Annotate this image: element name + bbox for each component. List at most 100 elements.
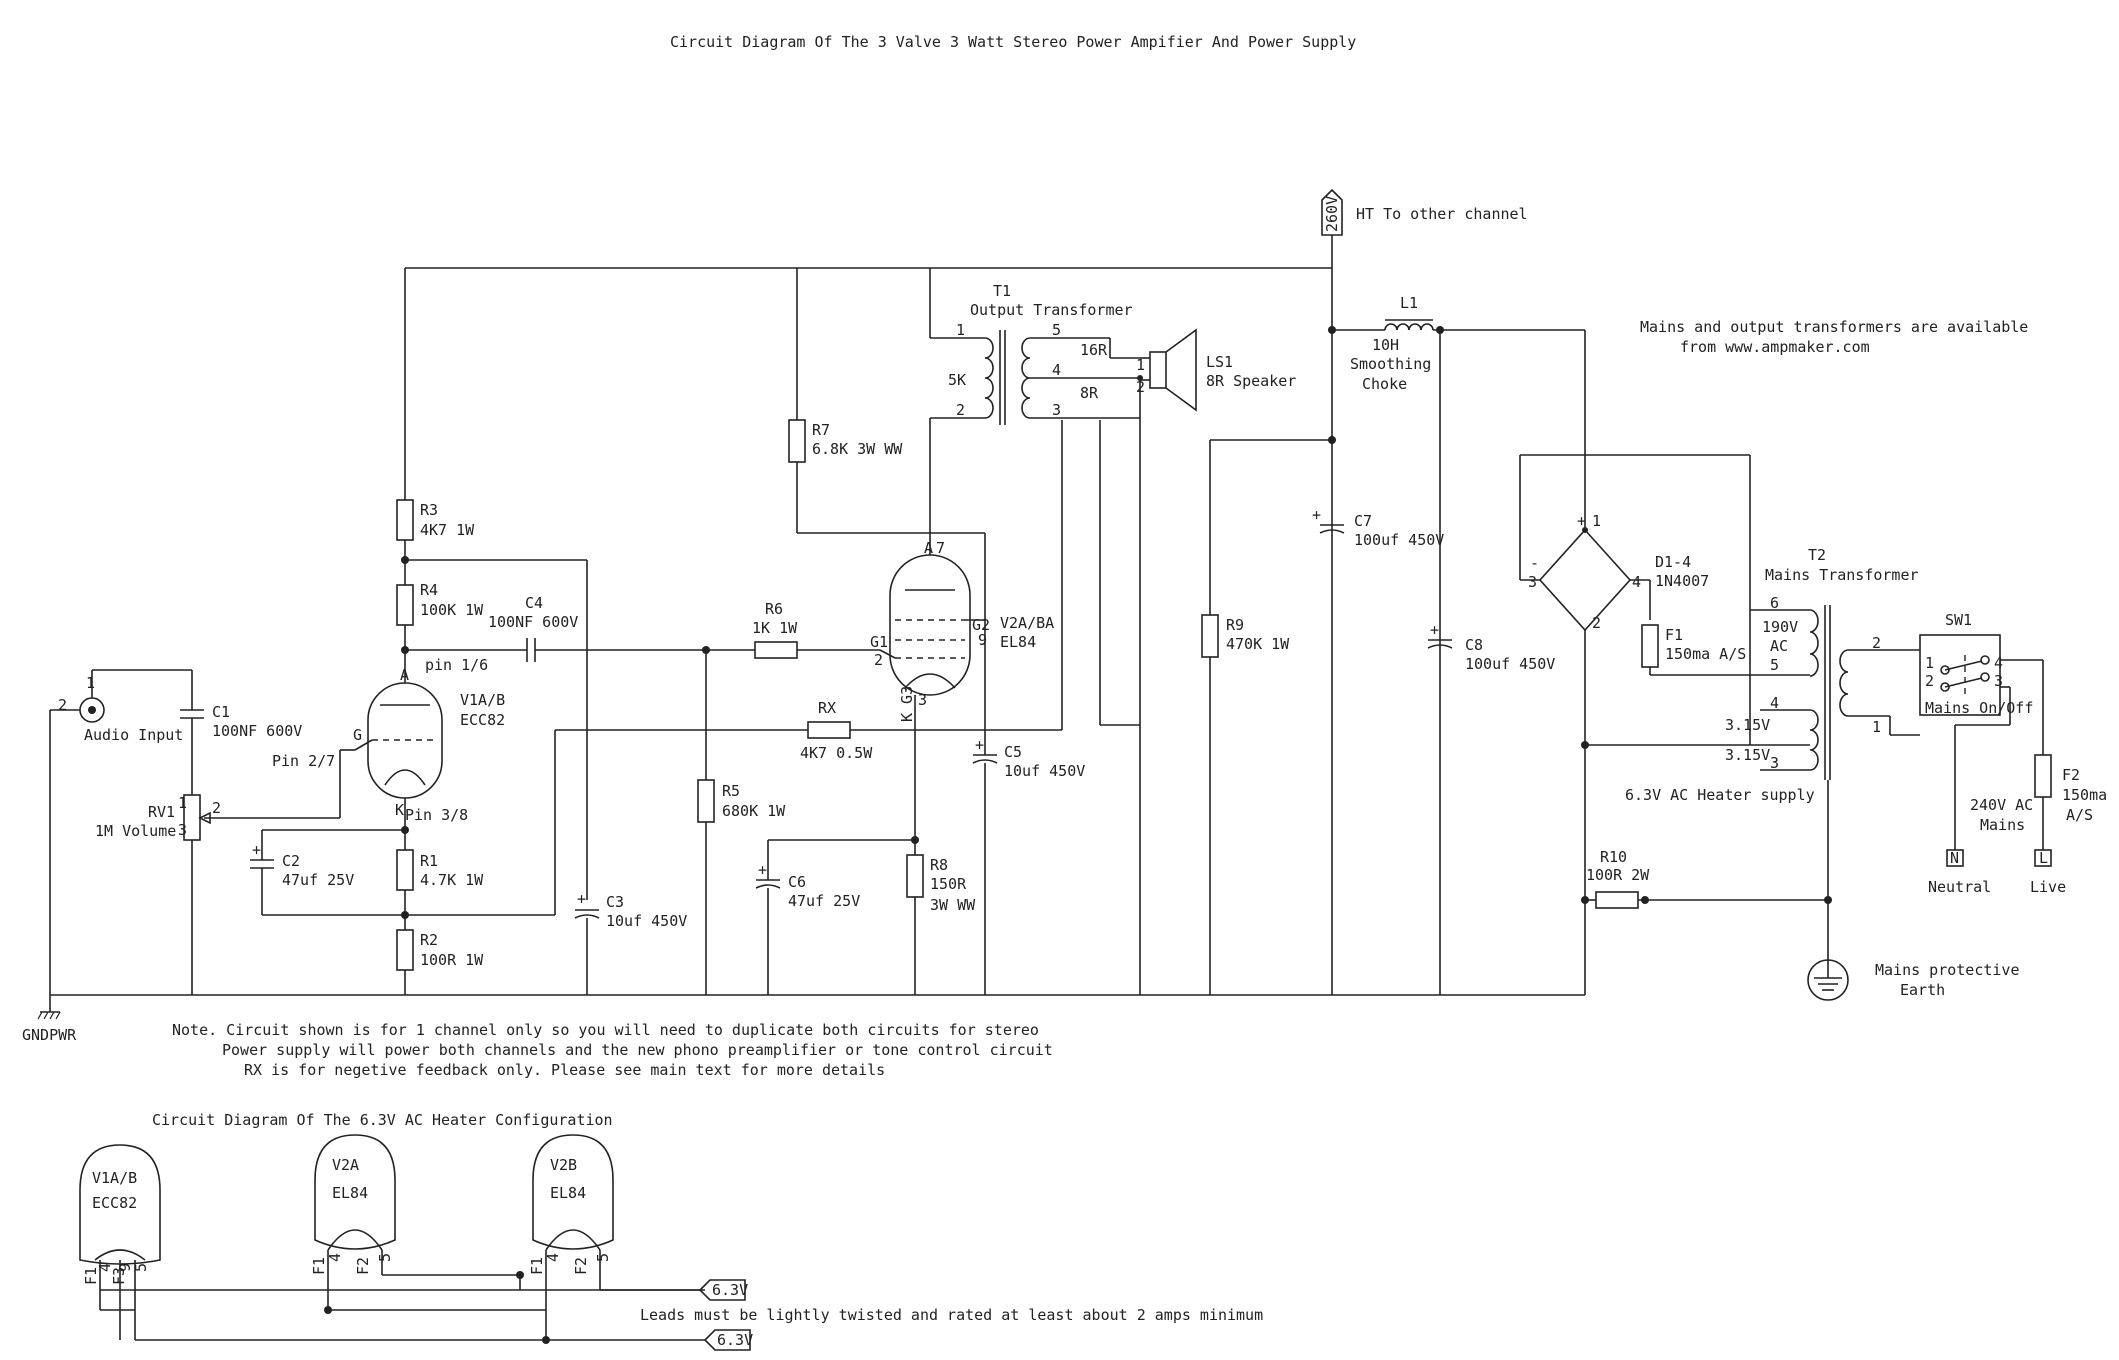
rx-ref: RX (818, 699, 836, 717)
sw1-pin-1: 1 (1925, 654, 1934, 672)
live-terminal-letter: L (2039, 849, 2048, 867)
f2-value: 150ma (2062, 786, 2107, 804)
c7-ref: C7 (1354, 512, 1372, 530)
f1-value: 150ma A/S (1665, 645, 1746, 663)
r2-ref: R2 (420, 931, 438, 949)
heater-supply-tag-a: 6.3V (698, 1279, 748, 1301)
heater-supply-b: 6.3V (717, 1331, 753, 1349)
v1-heater-pin-4: 4 (96, 1263, 114, 1272)
v2-anode-letter: A (924, 539, 933, 557)
r8-value: 150R (930, 875, 967, 893)
v2-pin7-label: 7 (936, 539, 945, 557)
t1-pin-4: 4 (1052, 361, 1061, 379)
bridge-pin-2: 2 (1592, 614, 1601, 632)
c5-plus: + (975, 736, 984, 754)
t2-sec-voltage: 190V (1762, 618, 1798, 636)
bridge-pin-1: 1 (1592, 512, 1601, 530)
sw1-pin-2: 2 (1925, 672, 1934, 690)
t2-pin-1: 1 (1872, 718, 1881, 736)
t2-pin-6: 6 (1770, 594, 1779, 612)
ls1-pin-2: 2 (1136, 378, 1145, 396)
valve-v1: A G K (353, 666, 443, 830)
t1-impedance: 5K (948, 371, 966, 389)
v1-ref: V1A/B (460, 691, 505, 709)
f2-value-2: A/S (2066, 806, 2093, 824)
r10-ref: R10 (1600, 848, 1627, 866)
r3-ref: R3 (420, 501, 438, 519)
v2b-heater-pin-f1: F1 (528, 1257, 546, 1275)
diagram-title: Circuit Diagram Of The 3 Valve 3 Watt St… (670, 33, 1356, 51)
rv1-bottom-pin: 3 (178, 821, 187, 839)
bridge-minus: - (1530, 554, 1539, 572)
note-line-1: Note. Circuit shown is for 1 channel onl… (172, 1021, 1039, 1039)
rv1-wiper-pin: 2 (212, 799, 221, 817)
resistor-r7 (788, 268, 986, 745)
neutral-terminal-letter: N (1950, 849, 1959, 867)
t2-pin-2: 2 (1872, 634, 1881, 652)
heater-wiring (100, 1271, 705, 1344)
c4-ref: C4 (525, 594, 543, 612)
t2-value: Mains Transformer (1765, 566, 1919, 584)
v1-plate-line (396, 268, 414, 690)
r8-value-2: 3W WW (930, 896, 976, 914)
v2a-heater-pin-f1: F1 (310, 1257, 328, 1275)
ground-symbol (37, 995, 61, 1020)
cathode-network-c6-r8: + (755, 836, 924, 995)
rx-value: 4K7 0.5W (800, 744, 873, 762)
v1-cathode-network: + (250, 729, 765, 995)
fuse-f1 (1641, 624, 1810, 676)
t1-pin-1: 1 (956, 321, 965, 339)
r9-ref: R9 (1226, 616, 1244, 634)
c3-value: 10uf 450V (606, 912, 687, 930)
v1-pin-k-letter: K (395, 801, 404, 819)
audio-input-jack: 1 2 (49, 669, 192, 995)
bridge-plus: + (1577, 512, 1586, 530)
heater-v2b-type: EL84 (550, 1184, 586, 1202)
heater-note: Leads must be lightly twisted and rated … (640, 1306, 1263, 1324)
c1-ref: C1 (212, 703, 230, 721)
audio-jack-pin-1: 1 (86, 674, 95, 692)
mains-label: Mains (1980, 816, 2025, 834)
rv1-value: 1M Volume (95, 822, 176, 840)
ht-rail (405, 235, 1333, 995)
r1-ref: R1 (420, 852, 438, 870)
bridge-pin-4: 4 (1632, 573, 1641, 591)
c7-value: 100uf 450V (1354, 531, 1444, 549)
c4-value: 100NF 600V (488, 613, 578, 631)
resistor-r9 (1201, 439, 1332, 995)
t1-tap-16r: 16R (1080, 341, 1108, 359)
v2-k-label: K G3 (898, 686, 916, 722)
t2-pin-3: 3 (1770, 754, 1779, 772)
capacitor-c7: + (1312, 326, 1345, 534)
c2-value: 47uf 25V (282, 871, 354, 889)
v2a-heater-pin-f2: F2 (354, 1257, 372, 1275)
heater-supply-label: 6.3V AC Heater supply (1625, 786, 1815, 804)
v1-heater-pin-9: 9 (116, 1263, 134, 1272)
t1-pin-3: 3 (1052, 401, 1061, 419)
v2-value: EL84 (1000, 633, 1036, 651)
t1-ref: T1 (993, 282, 1011, 300)
capacitor-c1 (180, 670, 204, 795)
mains-terminals: N L (1946, 849, 2052, 867)
earth-symbol (1807, 959, 1849, 1001)
sw1-pin-3: 3 (1994, 672, 2003, 690)
t1-pin-2: 2 (956, 401, 965, 419)
mains-transformer-t2: 6 190V AC 5 4 3.15V 3.15V 3 2 1 (1585, 594, 1920, 960)
v1-pin-a-letter: A (400, 666, 409, 684)
fuse-f2 (2034, 754, 2052, 850)
ht-voltage-label: 260V (1323, 196, 1341, 232)
sw1-ref: SW1 (1945, 611, 1972, 629)
earth-label: Mains protective (1875, 961, 2020, 979)
c8-plus: + (1430, 621, 1439, 639)
ls1-pin-1: 1 (1136, 356, 1145, 374)
r6-ref: R6 (765, 600, 783, 618)
heater-title: Circuit Diagram Of The 6.3V AC Heater Co… (152, 1111, 613, 1129)
ht-destination-label: HT To other channel (1356, 205, 1528, 223)
r7-ref: R7 (812, 421, 830, 439)
v2a-heater-pin-4: 4 (326, 1253, 344, 1262)
rv1-ref: RV1 (148, 803, 175, 821)
c6-plus: + (758, 861, 767, 879)
t2-ref: T2 (1808, 546, 1826, 564)
sw1-value: Mains On/Off (1925, 699, 2033, 717)
